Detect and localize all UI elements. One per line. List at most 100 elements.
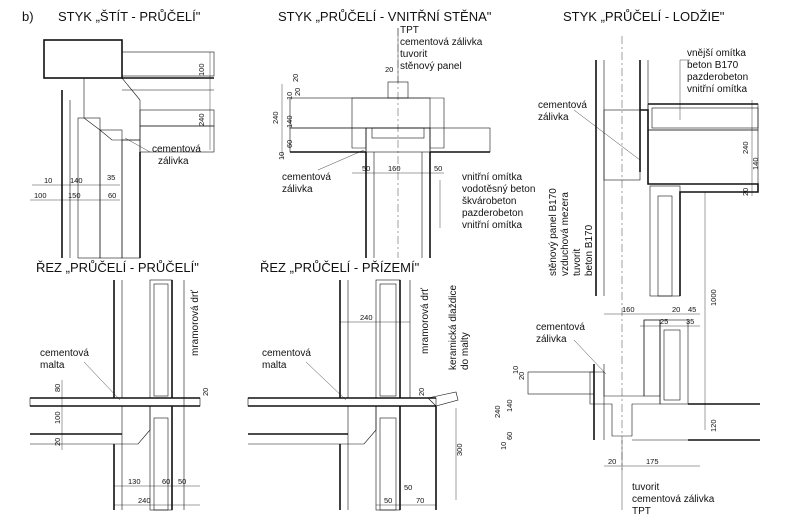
annotation-label: cementová zálivka xyxy=(632,494,715,505)
dimension-label: 140 xyxy=(505,399,514,412)
annotation-label: cementová xyxy=(282,172,331,183)
dimension-label: 50 xyxy=(178,477,186,486)
title-rez-pruceli-prizemi: ŘEZ „PRŮČELÍ - PŘÍZEMÍ" xyxy=(260,260,420,275)
dimension-label: 140 xyxy=(751,157,760,170)
dimension-label: 20 xyxy=(385,65,393,74)
dimension-label: 60 xyxy=(285,140,294,148)
annotation-label: malta xyxy=(262,360,287,371)
annotation-label: cementová xyxy=(152,144,201,155)
dimension-label: 300 xyxy=(455,443,464,456)
dimension-label: 20 xyxy=(608,457,616,466)
dimension-label: 20 xyxy=(741,188,750,196)
wall-inner xyxy=(121,139,141,259)
annotation-label: cementová zálivka xyxy=(400,37,483,48)
title-rez-pruceli-pruceli: ŘEZ „PRŮČELÍ - PRŮČELÍ" xyxy=(36,260,199,275)
dimension-label: 10 xyxy=(511,366,520,374)
dimension-label: 80 xyxy=(53,384,62,392)
dimension-label: 35 xyxy=(686,317,694,326)
annotation-label: pazderobeton xyxy=(462,208,523,219)
annotation-label: tuvorit xyxy=(572,249,583,276)
dimension-label: 20 xyxy=(417,388,426,396)
dimension-label: 60 xyxy=(162,477,170,486)
detail-pruceli-vnitrni-stena: 20 10 20 240 140 60 10 50 160 50 TPT cem… xyxy=(271,25,535,258)
annotation-label: vnitřní omítka xyxy=(687,84,747,95)
dimension-label: 240 xyxy=(360,313,373,322)
title-stit-pruceli: STYK „ŠTÍT - PRŮČELÍ" xyxy=(58,9,201,24)
annotation-label: zálivka xyxy=(536,334,567,345)
wall-outer xyxy=(77,117,101,259)
annotation-label: TPT xyxy=(400,25,419,36)
annotation-label: TPT xyxy=(632,506,651,517)
detail-rez-pruceli-prizemi: 240 20 300 50 70 50 cementová malta mram… xyxy=(247,279,471,511)
gable-panel xyxy=(43,39,123,79)
annotation-label: keramická dlaždice xyxy=(448,285,459,370)
annotation-label: vodotěsný beton xyxy=(462,184,535,195)
dimension-label: 10 xyxy=(44,176,52,185)
dimension-label: 240 xyxy=(271,111,280,124)
dimension-label: 240 xyxy=(197,113,206,126)
annotation-label: cementová xyxy=(262,348,311,359)
dimension-label: 20 xyxy=(291,74,300,82)
dimension-label: 50 xyxy=(434,164,442,173)
annotation-label: zálivka xyxy=(158,156,189,167)
dimension-label: 20 xyxy=(201,388,210,396)
dimension-label: 60 xyxy=(505,432,514,440)
joint-fill xyxy=(83,77,141,141)
dimension-label: 175 xyxy=(646,457,659,466)
dimension-label: 100 xyxy=(53,411,62,424)
annotation-label: stěnový panel B170 xyxy=(548,188,559,276)
title-pruceli-vnitrni-stena: STYK „PRŮČELÍ - VNITŘNÍ STĚNA" xyxy=(278,9,492,24)
dimension-label: 20 xyxy=(517,372,526,380)
annotation-label: zálivka xyxy=(538,112,569,123)
annotation-label: mramorová drť xyxy=(190,290,201,356)
annotation-label: tuvorit xyxy=(632,482,659,493)
dimension-label: 160 xyxy=(388,164,401,173)
annotation-label: beton B170 xyxy=(584,224,595,276)
dimension-label: 240 xyxy=(741,141,750,154)
dimension-label: 140 xyxy=(285,115,294,128)
dimension-label: 100 xyxy=(197,63,206,76)
annotation-label: pazderobeton xyxy=(687,72,748,83)
dimension-label: 10 xyxy=(277,152,286,160)
dimension-label: 1000 xyxy=(709,289,718,306)
annotation-label: do malty xyxy=(460,332,471,370)
dimension-label: 70 xyxy=(416,496,424,505)
dimension-label: 35 xyxy=(107,173,115,182)
slab-top xyxy=(121,51,215,77)
detail-stit-pruceli: 100 240 10 140 35 100 150 60 cementová z… xyxy=(30,39,215,259)
dimension-label: 130 xyxy=(128,477,141,486)
annotation-label: tuvorit xyxy=(400,49,427,60)
dimension-label: 240 xyxy=(138,496,151,505)
dimension-label: 140 xyxy=(70,176,83,185)
dimension-label: 120 xyxy=(709,419,718,432)
annotation-label: vzduchová mezera xyxy=(560,192,571,276)
dimension-label: 10 xyxy=(285,92,294,100)
annotation-label: zálivka xyxy=(282,184,313,195)
annotation-label: škvárobeton xyxy=(462,196,516,207)
detail-pruceli-lodzie: 240 140 20 1000 vnější omítka beton B170… xyxy=(493,36,760,517)
annotation-label: stěnový panel xyxy=(400,61,462,72)
dimension-label: 20 xyxy=(53,438,62,446)
dimension-label: 20 xyxy=(672,305,680,314)
dimension-label: 60 xyxy=(108,191,116,200)
dimension-label: 50 xyxy=(384,496,392,505)
annotation-label: malta xyxy=(40,360,65,371)
dimension-label: 20 xyxy=(293,88,302,96)
dimension-label: 45 xyxy=(688,305,696,314)
annotation-label: vnější omítka xyxy=(687,48,746,59)
annotation-label: cementová xyxy=(40,348,89,359)
dimension-label: 100 xyxy=(34,191,47,200)
annotation-label: cementová xyxy=(536,322,585,333)
title-pruceli-lodzie: STYK „PRŮČELÍ - LODŽIE" xyxy=(563,9,725,24)
dimension-label: 10 xyxy=(499,442,508,450)
dimension-label: 25 xyxy=(660,317,668,326)
dimension-label: 50 xyxy=(362,164,370,173)
annotation-label: cementová xyxy=(538,100,587,111)
annotation-label: mramorová drť xyxy=(420,288,431,354)
annotation-label: beton B170 xyxy=(687,60,739,71)
dimension-label: 50 xyxy=(404,483,412,492)
section-letter: b) xyxy=(22,9,34,24)
dimension-label: 160 xyxy=(622,305,635,314)
outer-render xyxy=(289,97,431,129)
